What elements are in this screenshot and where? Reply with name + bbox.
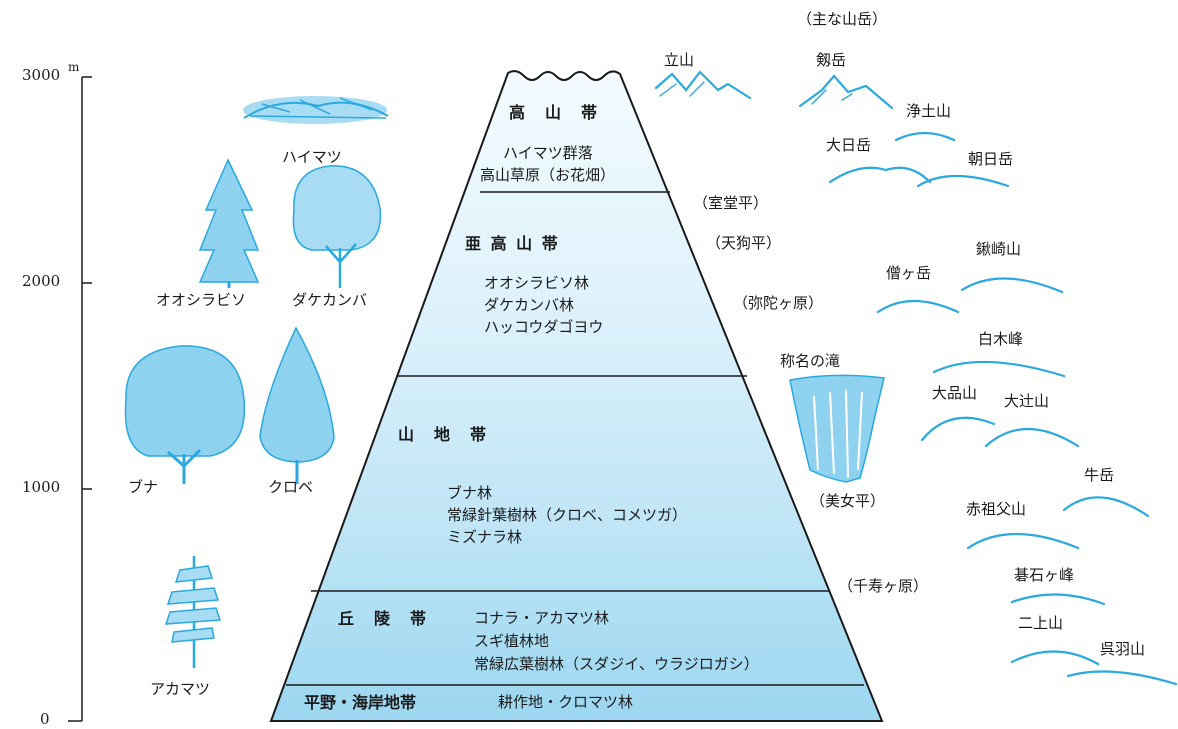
dakekanba-tree-icon xyxy=(292,165,382,288)
peak-label-hakuboku: 白木峰 xyxy=(978,330,1024,348)
peak-label-tsurugi: 剱岳 xyxy=(816,51,847,69)
zone-plain-name: 平野・海岸地帯 xyxy=(304,693,417,712)
peak-label-tateyama: 立山 xyxy=(664,51,695,69)
tree-label-buna: ブナ xyxy=(128,478,159,496)
tree-label-kurobe: クロベ xyxy=(268,478,314,496)
zone-montane-line-1: ブナ林 xyxy=(447,484,493,502)
jodo-peak-icon xyxy=(894,131,956,142)
keyaki-peak-icon xyxy=(960,277,1064,294)
peak-label-ootsuji: 大辻山 xyxy=(1004,392,1050,410)
ooshirabiso-tree-icon xyxy=(198,158,260,288)
dainichi-peak-icon xyxy=(828,166,932,184)
peak-label-soga: 僧ヶ岳 xyxy=(886,264,932,282)
axis-unit: m xyxy=(68,60,80,74)
zone-plain-line-1: 耕作地・クロマツ林 xyxy=(498,693,634,711)
peak-label-ooshina: 大品山 xyxy=(932,384,978,402)
zone-alpine-line-1: ハイマツ群落 xyxy=(503,144,593,162)
axis-tick-0: 0 xyxy=(40,710,50,728)
peak-label-keyaki: 鍬崎山 xyxy=(976,240,1022,258)
ushi-peak-icon xyxy=(1062,496,1150,518)
place-murodo: （室堂平） xyxy=(693,194,769,212)
zone-subalpine-line-1: オオシラビソ林 xyxy=(484,274,590,292)
nijo-peak-icon xyxy=(1010,650,1100,666)
akamatsu-tree-icon xyxy=(164,556,222,668)
zone-alpine-line-2: 高山草原（お花畑） xyxy=(480,166,616,184)
zone-hill-line-2: スギ植林地 xyxy=(474,632,550,650)
goishi-peak-icon xyxy=(1010,593,1106,606)
axis-tick-2000: 2000 xyxy=(22,272,61,290)
kureha-peak-icon xyxy=(1066,670,1178,686)
mountain-outline xyxy=(269,70,884,722)
zone-subalpine-name: 亜 高 山 帯 xyxy=(465,234,560,253)
tree-label-akamatsu: アカマツ xyxy=(150,680,211,698)
tsurugi-peak-icon xyxy=(798,74,894,110)
asahi-peak-icon xyxy=(916,174,1010,188)
peak-label-ushi: 牛岳 xyxy=(1084,466,1115,484)
place-shomyo-falls: 称名の滝 xyxy=(780,352,841,370)
tree-label-ooshirabiso: オオシラビソ xyxy=(156,291,247,309)
buna-tree-icon xyxy=(124,345,246,484)
tateyama-peak-icon xyxy=(654,70,752,100)
haimatsu-tree-icon xyxy=(243,96,389,124)
axis-tick-1000: 1000 xyxy=(22,478,61,496)
zone-montane-line-3: ミズナラ林 xyxy=(447,528,523,546)
ootsuji-peak-icon xyxy=(984,428,1080,448)
place-senjugahara: （千寿ヶ原） xyxy=(838,577,929,595)
tree-label-dakekanba: ダケカンバ xyxy=(292,291,368,309)
peak-label-asahi: 朝日岳 xyxy=(968,150,1014,168)
header-main-peaks: （主な山岳） xyxy=(797,10,888,28)
zone-montane-line-2: 常緑針葉樹林（クロベ、コメツガ） xyxy=(447,506,688,524)
soga-peak-icon xyxy=(876,299,960,314)
peak-label-kureha: 呉羽山 xyxy=(1100,640,1146,658)
zone-montane-name: 山 地 帯 xyxy=(398,425,489,444)
zone-hill-line-3: 常緑広葉樹林（スダジイ、ウラジロガシ） xyxy=(474,655,759,673)
zone-hill-name: 丘 陵 帯 xyxy=(338,609,429,628)
axis-tick-3000: 3000 xyxy=(22,66,61,84)
peak-label-jodo: 浄土山 xyxy=(906,102,952,120)
zone-subalpine-line-3: ハッコウダゴヨウ xyxy=(484,318,604,336)
zone-hill-line-1: コナラ・アカマツ林 xyxy=(474,609,610,627)
place-tengu: （天狗平） xyxy=(706,234,782,252)
place-bijodaira: （美女平） xyxy=(810,492,886,510)
kurobe-tree-icon xyxy=(259,326,335,484)
zone-alpine-name: 高 山 帯 xyxy=(509,103,600,122)
ooshina-peak-icon xyxy=(920,416,996,442)
peak-label-dainichi: 大日岳 xyxy=(826,136,872,154)
zone-subalpine-line-2: ダケカンバ林 xyxy=(484,296,575,314)
peak-label-akaso: 赤祖父山 xyxy=(966,500,1027,518)
hakuboku-peak-icon xyxy=(932,360,1066,378)
tree-label-haimatsu: ハイマツ xyxy=(282,148,342,166)
peak-label-goishi: 碁石ヶ峰 xyxy=(1014,566,1075,584)
peak-label-nijo: 二上山 xyxy=(1018,614,1064,632)
place-midagahara: （弥陀ヶ原） xyxy=(733,294,824,312)
akaso-peak-icon xyxy=(966,533,1080,550)
